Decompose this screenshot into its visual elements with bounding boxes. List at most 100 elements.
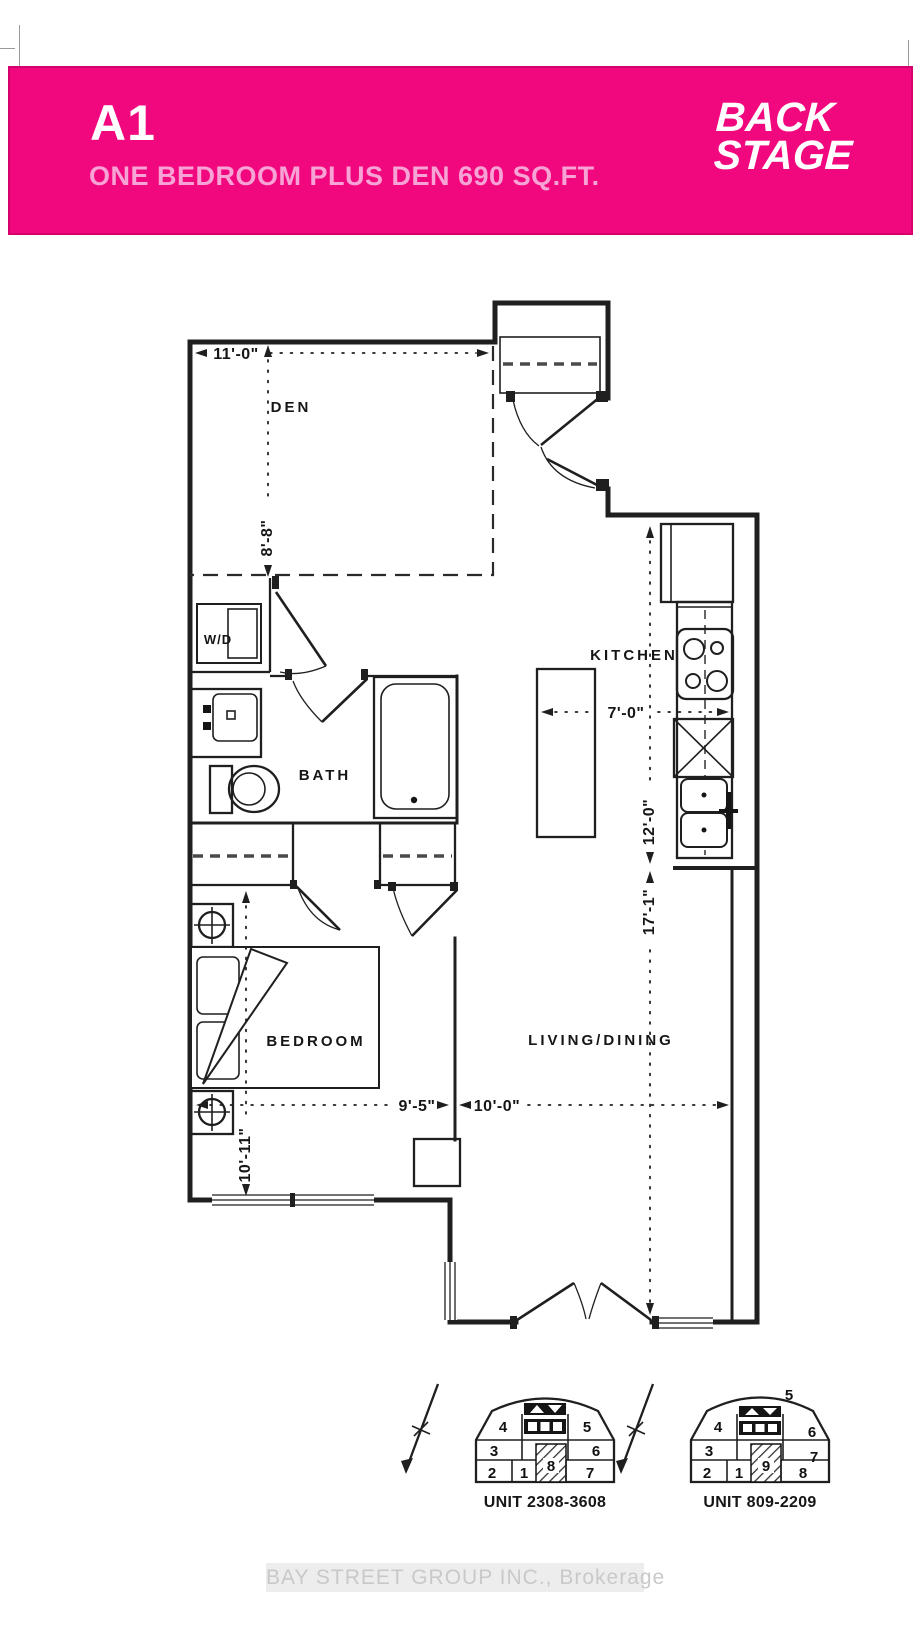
svg-text:12'-0": 12'-0" (641, 799, 658, 845)
keyplan-cell-highlighted: 8 (547, 1458, 555, 1475)
dim-den-width: 11'-0" (195, 346, 489, 363)
keyplan-cell: 8 (799, 1465, 807, 1482)
svg-text:10'-0": 10'-0" (474, 1098, 520, 1115)
bath-door-swing (292, 680, 323, 723)
keyplan-cell: 2 (703, 1465, 711, 1482)
keyplan-cell: 3 (490, 1443, 498, 1460)
page-border-artifact-right (908, 40, 909, 66)
plan-description: ONE BEDROOM PLUS DEN 690 SQ.FT. (89, 161, 600, 191)
closet-left-walls (190, 823, 295, 887)
keyplan-left: 4 5 3 6 2 1 8 7 UNIT 2308-3608 (401, 1383, 616, 1511)
svg-text:10'-11": 10'-11" (237, 1128, 254, 1183)
laundry-door-swing (279, 665, 327, 675)
living-dining: LIVING/DINING (412, 1032, 674, 1329)
laundry-closet: W/D (190, 576, 328, 675)
bath-sink (212, 693, 258, 742)
laundry-door-leaf (274, 591, 328, 667)
building-outline (689, 1396, 831, 1484)
bedroom: BEDROOM (189, 902, 380, 1136)
keyplan-right: 5 4 6 3 7 2 1 9 8 UNIT 809-2209 (616, 1383, 831, 1511)
keyplan-cell: 1 (520, 1465, 528, 1482)
brokerage-watermark: BAY STREET GROUP INC., Brokerage (266, 1563, 664, 1592)
entry-door-leaf (540, 395, 601, 447)
fridge (659, 522, 735, 604)
north-arrow-icon (401, 1383, 440, 1474)
building-outline (474, 1397, 616, 1484)
keyplan-cell: 6 (808, 1424, 816, 1441)
unit-walls (187, 300, 760, 1330)
bed-sheet-fold (202, 947, 289, 1085)
faucet-handle-icon (203, 722, 211, 730)
washer-dryer-door (227, 608, 258, 659)
dim-living-width: 10'-0" (459, 1098, 729, 1115)
svg-text:11'-0": 11'-0" (213, 346, 259, 363)
bath-vanity (189, 687, 263, 759)
hall-door-leaf (411, 889, 458, 937)
washer-dryer-unit (196, 603, 262, 664)
living-side-window (443, 1262, 457, 1320)
bath-label: BATH (299, 767, 352, 784)
keyplan-cell: 5 (583, 1419, 591, 1436)
bedroom-door-swing (297, 887, 341, 931)
dim-vertical-run: 12'-0" 17'-1" (641, 526, 658, 1315)
washer-dryer-label: W/D (204, 632, 232, 647)
keyplan-cell: 4 (499, 1419, 508, 1436)
keyplan-cell: 5 (785, 1387, 793, 1404)
dim-den-depth: 8'-8" (259, 345, 276, 577)
hall-door-swing (392, 887, 413, 937)
dim-bedroom-width: 9'-5" (196, 1098, 449, 1115)
keyplan-cell: 2 (488, 1465, 496, 1482)
page-border-artifact-left (19, 25, 20, 66)
outer-wall-path (187, 300, 760, 1325)
entry-door-swing (512, 399, 540, 447)
bathroom: BATH (188, 669, 459, 825)
keyplan-cell: 7 (586, 1465, 594, 1482)
entry (499, 336, 609, 491)
bed (190, 946, 380, 1089)
plan-header-banner: A1 ONE BEDROOM PLUS DEN 690 SQ.FT. BACK … (8, 66, 913, 235)
keyplan-cell: 7 (810, 1449, 818, 1466)
svg-text:9'-5": 9'-5" (398, 1098, 435, 1115)
toilet (208, 764, 281, 815)
den-dashed-boundary (190, 346, 495, 577)
kitchen-island (535, 667, 597, 839)
bath-door-leaf (321, 678, 368, 723)
closet-right-walls (378, 823, 457, 887)
bedroom-door-leaf (295, 885, 341, 931)
keyplan-cell: 3 (705, 1443, 713, 1460)
den: DEN (190, 346, 495, 577)
sink-drain-icon (226, 710, 236, 720)
nightstand (189, 1089, 235, 1136)
svg-text:8'-8": 8'-8" (259, 519, 276, 556)
kitchen-label: KITCHEN (590, 647, 678, 664)
living-dining-label: LIVING/DINING (528, 1032, 674, 1049)
keyplan-cell: 4 (714, 1419, 723, 1436)
kitchen-sink (680, 778, 738, 848)
bedroom-closets (190, 823, 458, 937)
dimensions: 11'-0" 8'-8" 7'-0" (195, 345, 729, 1315)
balcony-doors (510, 1281, 659, 1329)
keyplan-cell-highlighted: 9 (762, 1458, 770, 1475)
shaft-closet (412, 1137, 462, 1188)
bedroom-window (212, 1193, 374, 1207)
dishwasher (672, 717, 735, 779)
entry-door-leaf-2 (546, 457, 598, 487)
keyplan-cell: 1 (735, 1465, 743, 1482)
svg-text:17'-1": 17'-1" (641, 889, 658, 935)
laundry-walls (190, 578, 272, 674)
dim-bedroom-depth: 10'-11" (237, 891, 254, 1196)
stair-core-icon (739, 1406, 781, 1417)
north-arrow-icon (616, 1383, 655, 1474)
bathtub (372, 675, 459, 820)
entry-door-swing-2 (540, 446, 596, 489)
dim-kitchen-width: 7'-0" (541, 705, 729, 722)
svg-text:7'-0": 7'-0" (607, 705, 644, 722)
kitchen: KITCHEN (535, 522, 738, 860)
pillow (196, 1021, 240, 1080)
bedroom-label: BEDROOM (266, 1033, 365, 1050)
den-label: DEN (271, 399, 312, 416)
faucet-handle-icon (203, 705, 211, 713)
nightstand (189, 902, 235, 949)
keyplan-caption: UNIT 809-2209 (703, 1494, 816, 1511)
